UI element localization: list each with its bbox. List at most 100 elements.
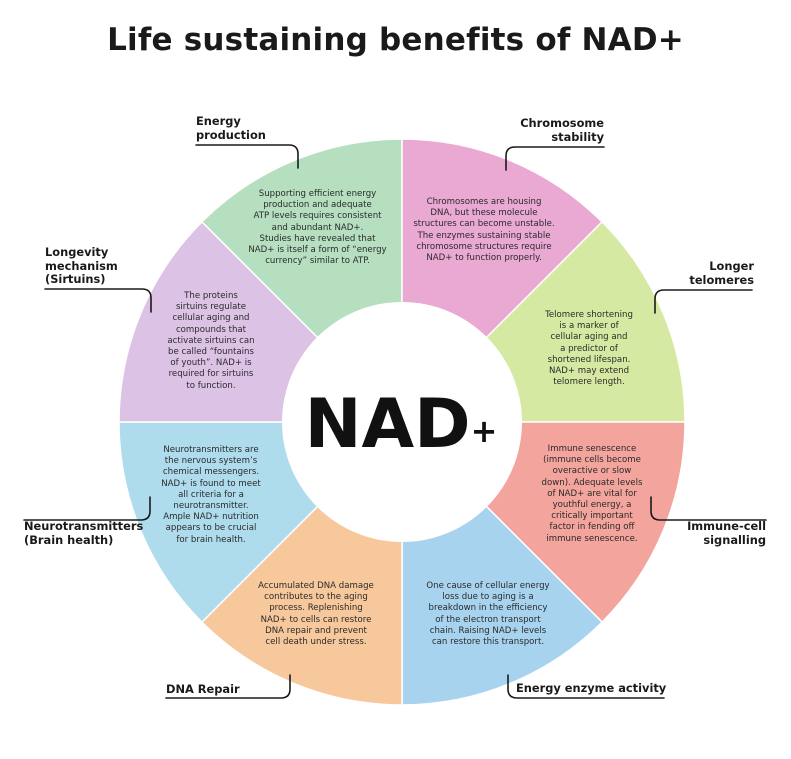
text-line: ATP levels requires consistent (253, 211, 382, 222)
longer-telomeres-leader (654, 289, 753, 314)
text-line: Telomere shortening (545, 310, 633, 320)
text-line: mechanism (45, 258, 118, 273)
text-line: Neurotransmitters (24, 519, 144, 533)
text-line: (Sirtuins) (45, 272, 106, 286)
text-line: contributes to the aging (264, 592, 368, 603)
text-line: Longer (709, 259, 754, 273)
longevity-mechanism-leader (44, 288, 152, 313)
text-line: loss due to aging is a (442, 592, 534, 603)
immune-cell-signalling-leader (650, 496, 767, 521)
text-line: chemical messengers. (162, 467, 260, 478)
text-line: NAD+ to function properly. (426, 253, 542, 264)
text-line: NAD+ to cells can restore (260, 614, 372, 625)
text-line: stability (551, 129, 604, 144)
text-line: is a marker of (559, 321, 619, 332)
page-title: Life sustaining benefits of NAD+ (107, 22, 684, 58)
text-line: telomere length. (553, 377, 625, 388)
text-line: production and adequate (263, 200, 372, 211)
text-line: cellular aging and (172, 313, 250, 324)
text-line: sirtuins regulate (175, 302, 247, 313)
chromosome-stability-leader (505, 146, 605, 171)
text-line: immune senescence. (546, 533, 638, 544)
text-line: (immune cells become (543, 455, 641, 466)
text-line: shortened lifespan. (547, 354, 631, 365)
text-line: factor in fending off (549, 522, 635, 533)
text-line: appears to be crucial (165, 523, 257, 534)
text-line: and abundant NAD+. (271, 222, 364, 233)
text-line: neurotransmitter. (173, 501, 249, 512)
text-line: DNA Repair (166, 682, 240, 696)
text-line: critically important (551, 511, 633, 522)
text-line: signalling (703, 532, 766, 547)
text-line: Immune-cell (687, 519, 766, 533)
text-line: cell death under stress. (265, 637, 367, 648)
text-line: currency” similar to ATP. (265, 256, 370, 267)
text-line: Energy (196, 114, 241, 128)
text-line: be called “fountains (168, 347, 254, 358)
text-line: compounds that (175, 324, 247, 335)
neurotransmitters-label: Neurotransmitters(Brain health) (24, 519, 154, 547)
text-line: all criteria for a (178, 489, 244, 500)
energy-production-leader (195, 144, 299, 169)
text-line: required for sirtuins (168, 369, 254, 380)
text-line: One cause of cellular energy (426, 581, 550, 591)
text-line: Chromosomes are housing (426, 197, 542, 207)
neurotransmitters-leader (23, 496, 151, 521)
text-line: Ample NAD+ nutrition (163, 512, 259, 523)
center-nad-main: NAD (304, 385, 471, 464)
text-line: DNA repair and prevent (265, 625, 367, 636)
text-line: a predictor of (560, 343, 618, 354)
text-line: Energy enzyme activity (516, 681, 667, 695)
text-line: cellular aging and (550, 332, 628, 343)
text-line: The enzymes sustaining stable (417, 230, 551, 241)
text-line: NAD+ is itself a form of “energy (248, 245, 387, 256)
energy-enzyme-activity-label: Energy enzyme activity (516, 681, 696, 696)
text-line: chromosome structures require (416, 241, 552, 252)
text-line: telomeres (689, 272, 754, 287)
text-line: Neurotransmitters are (163, 445, 259, 455)
dna-repair-label: DNA Repair (166, 682, 286, 697)
text-line: Supporting efficient energy (258, 189, 377, 199)
text-line: (Brain health) (24, 532, 114, 547)
text-line: process. Replenishing (269, 603, 363, 614)
text-line: structures can become unstable. (413, 219, 555, 230)
text-line: Accumulated DNA damage (258, 581, 374, 591)
text-line: production (196, 127, 266, 142)
text-line: DNA, but these molecule (430, 208, 538, 219)
text-line: Chromosome (520, 116, 604, 130)
text-line: to function. (186, 380, 236, 391)
text-line: chain. Raising NAD+ levels (429, 625, 547, 636)
center-nad-superscript: + (470, 412, 498, 450)
text-line: youthful energy, a (552, 500, 632, 511)
center-circle (282, 302, 522, 542)
text-line: Longevity (45, 245, 109, 259)
text-line: breakdown in the efficiency (428, 603, 548, 614)
text-line: NAD+ is found to meet (161, 478, 261, 489)
text-line: of NAD+ are vital for (547, 488, 637, 499)
text-line: the nervous system’s (164, 456, 258, 467)
energy-enzyme-activity-leader (507, 674, 665, 699)
text-line: Immune senescence (547, 444, 637, 454)
text-line: The proteins (184, 291, 238, 301)
text-line: Studies have revealed that (259, 233, 376, 244)
text-line: of the electron transport (435, 614, 541, 625)
text-line: of youth”. NAD+ is (170, 358, 252, 369)
text-line: activate sirtuins can (167, 335, 255, 346)
text-line: can restore this transport. (431, 637, 545, 648)
text-line: overactive or slow (552, 466, 632, 477)
text-line: for brain health. (176, 534, 246, 545)
